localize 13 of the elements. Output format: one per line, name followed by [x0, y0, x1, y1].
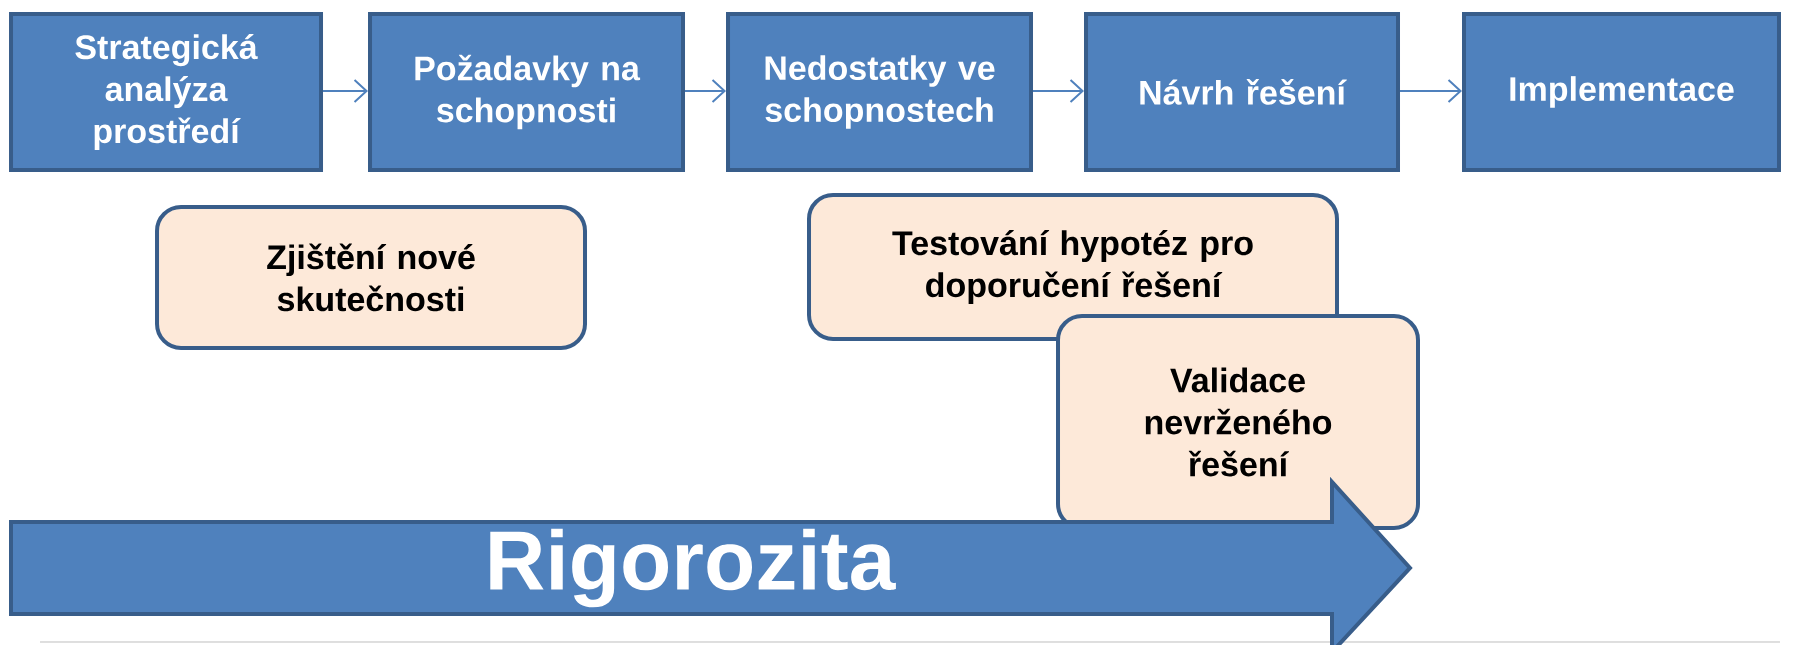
arrow-band: Rigorozita — [9, 476, 1413, 645]
arrow — [1399, 79, 1462, 103]
process-box: Nedostatky ve schopnostech — [726, 12, 1033, 172]
arrow — [684, 79, 726, 103]
process-box: Požadavky na schopnosti — [368, 12, 685, 172]
process-box: Implementace — [1462, 12, 1781, 172]
rounded-box: Testování hypotéz pro doporučení řešení — [807, 193, 1339, 341]
process-box: Návrh řešení — [1084, 12, 1400, 172]
rounded-box: Zjištění nové skutečnosti — [155, 205, 587, 350]
arrow — [322, 79, 369, 103]
rounded-box: Validace nevrženého řešení — [1056, 314, 1420, 530]
arrow — [1032, 79, 1084, 103]
process-box: Strategická analýza prostředí — [9, 12, 323, 172]
